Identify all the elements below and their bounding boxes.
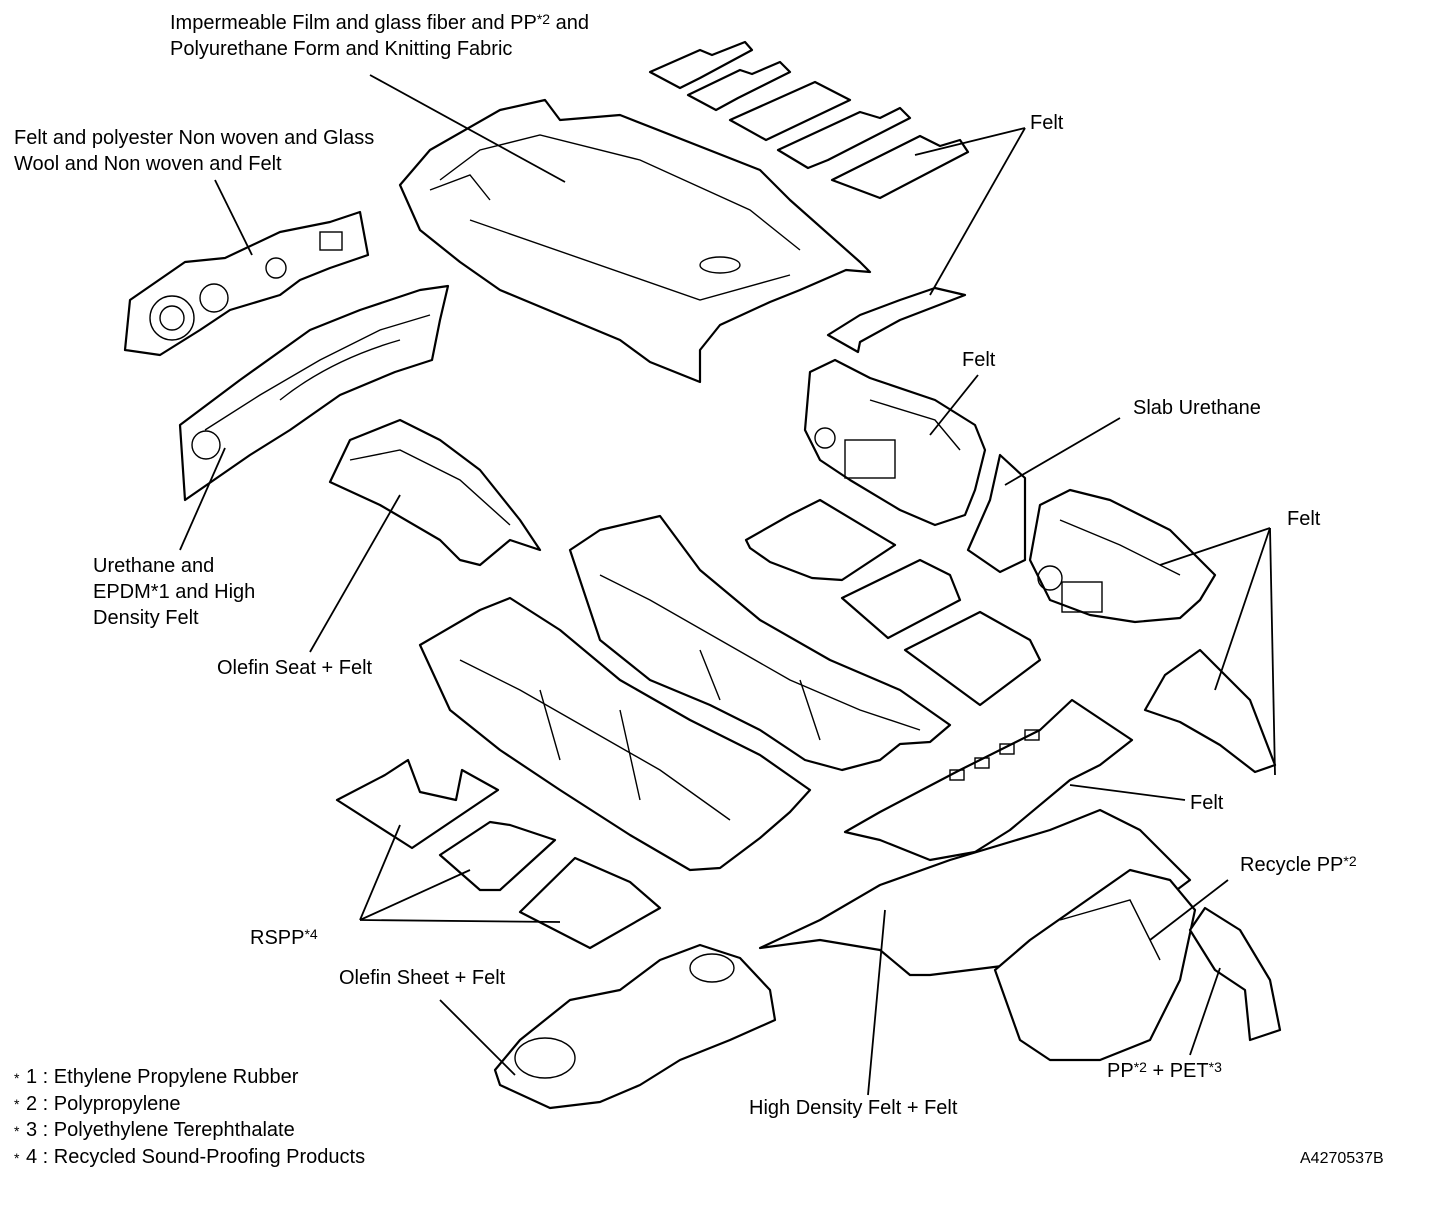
label-hd-felt: High Density Felt + Felt xyxy=(749,1097,958,1119)
rspp-floor-pads xyxy=(335,758,662,950)
label-dash-inner-line3: Density Felt xyxy=(93,607,199,629)
package-tray xyxy=(843,698,1134,862)
footnote: * 1 : Ethylene Propylene Rubber xyxy=(14,1064,365,1091)
footnote-text: 3 : Polyethylene Terephthalate xyxy=(26,1119,295,1142)
label-headliner-sup: *2 xyxy=(536,11,551,27)
label-recycle-pp-sup: *2 xyxy=(1343,853,1357,869)
label-dash-outer: Felt and polyester Non woven and Glass W… xyxy=(14,125,374,177)
footnote-mark: * xyxy=(14,1123,20,1140)
label-pp-pet-text2: + PET xyxy=(1146,1060,1209,1082)
label-rspp-text: RSPP xyxy=(250,927,305,949)
label-dash-inner-line1: Urethane and xyxy=(93,555,215,577)
label-rspp: RSPP*4 xyxy=(250,925,318,951)
label-olefin-seat: Olefin Seat + Felt xyxy=(217,657,373,679)
label-felt-rear-door: Felt xyxy=(1287,508,1321,530)
label-recycle-pp: Recycle PP*2 xyxy=(1240,852,1357,878)
mid-floor-pads xyxy=(744,498,1042,707)
label-pp-pet-sup1: *2 xyxy=(1133,1059,1147,1075)
footnote-mark: * xyxy=(14,1149,20,1166)
label-dash-outer-line2: Wool and Non woven and Felt xyxy=(14,153,282,175)
label-felt-front-door: Felt xyxy=(962,349,996,371)
rear-floor-olefin-sheet xyxy=(493,943,777,1110)
label-headliner-line2: Polyurethane Form and Knitting Fabric xyxy=(170,38,513,60)
footnote-text: 1 : Ethylene Propylene Rubber xyxy=(26,1066,299,1088)
label-dash-inner-line2: EPDM*1 and High xyxy=(93,581,256,603)
leader-lines xyxy=(179,74,1276,1096)
label-pp-pet-sup2: *3 xyxy=(1208,1059,1222,1075)
floor-tunnel-silencer xyxy=(328,418,542,567)
footnotes: * 1 : Ethylene Propylene Rubber * 2 : Poly… xyxy=(14,1064,365,1171)
dash-inner-silencer xyxy=(178,284,450,502)
label-slab-urethane: Slab Urethane xyxy=(1133,397,1261,419)
footnote-mark: * xyxy=(14,1069,20,1086)
label-dash-inner: Urethane and EPDM*1 and High Density Fel… xyxy=(93,553,255,631)
footnote: * 4 : Recycled Sound-Proofing Products xyxy=(14,1144,365,1171)
front-floor-carpet xyxy=(418,596,812,872)
footnote: * 3 : Polyethylene Terephthalate xyxy=(14,1117,365,1144)
headliner xyxy=(398,98,872,384)
label-pp-pet-text1: PP xyxy=(1107,1060,1134,1082)
front-door-trim xyxy=(803,358,987,527)
footnote-text: 2 : Polypropylene xyxy=(26,1092,181,1115)
label-felt-package-tray: Felt xyxy=(1190,792,1224,814)
roof-side-felt xyxy=(826,286,967,354)
footnote-text: 4 : Recycled Sound-Proofing Products xyxy=(26,1146,366,1169)
label-dash-outer-line1: Felt and polyester Non woven and Glass xyxy=(14,127,375,149)
label-headliner: Impermeable Film and glass fiber and PP*… xyxy=(170,10,589,62)
footnote-mark: * xyxy=(14,1096,20,1113)
label-felt-roof: Felt xyxy=(1030,112,1064,134)
rear-quarter-felt xyxy=(1143,648,1277,774)
rear-floor-carpet xyxy=(568,514,952,772)
trunk-rear-liner xyxy=(1188,906,1282,1042)
roof-felt-pads xyxy=(648,40,970,200)
figure-code: A4270537B xyxy=(1300,1150,1384,1167)
label-olefin-sheet: Olefin Sheet + Felt xyxy=(339,967,506,989)
footnote: * 2 : Polypropylene xyxy=(14,1091,365,1118)
label-headliner-tail: and xyxy=(550,12,590,34)
label-recycle-pp-text: Recycle PP xyxy=(1240,854,1344,876)
label-pp-pet: PP*2 + PET*3 xyxy=(1107,1058,1222,1084)
dash-outer-silencer xyxy=(123,210,370,357)
label-rspp-sup: *4 xyxy=(304,926,318,942)
slab-urethane-pillar xyxy=(966,453,1027,574)
label-headliner-line1: Impermeable Film and glass fiber and PP xyxy=(170,12,537,34)
